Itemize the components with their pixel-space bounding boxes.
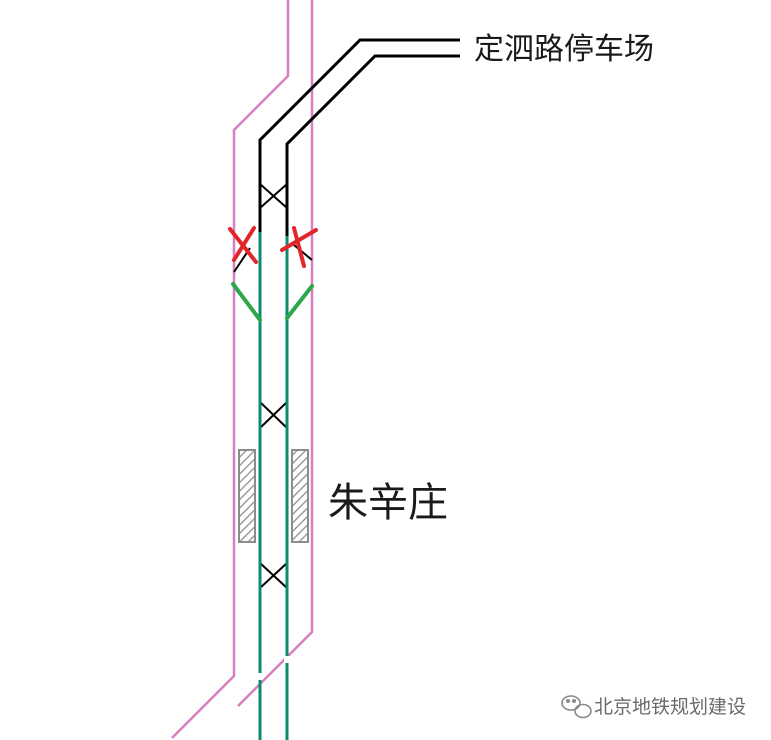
main-line-tracks [258, 232, 289, 740]
crossovers [233, 183, 313, 589]
new-connection-branches [231, 282, 314, 322]
watermark: 北京地铁规划建设 [561, 695, 746, 719]
wechat-icon [561, 695, 592, 719]
crossover-middle [259, 401, 288, 429]
platform-right [291, 449, 309, 543]
station-label: 朱辛庄 [328, 480, 448, 526]
watermark-text: 北京地铁规划建设 [594, 696, 746, 718]
corridor-boundary [171, 0, 314, 739]
corridor-boundary-left [171, 0, 290, 739]
crossover-upper [259, 183, 288, 209]
corridor-boundary-right [237, 0, 314, 707]
track-gaps [257, 656, 290, 680]
red-cross-left [228, 226, 258, 264]
new-branch-left [231, 282, 262, 322]
red-cross-right [280, 226, 318, 268]
removed-crossover-marks [228, 226, 318, 268]
depot-label: 定泗路停车场 [474, 32, 654, 67]
depot-track-left [258, 38, 460, 262]
new-branch-right [285, 284, 314, 320]
crossover-lower [259, 562, 288, 589]
depot-track-right [285, 54, 460, 262]
depot-access-tracks [258, 38, 460, 262]
platform-left [238, 449, 256, 543]
station-platforms [238, 449, 309, 543]
